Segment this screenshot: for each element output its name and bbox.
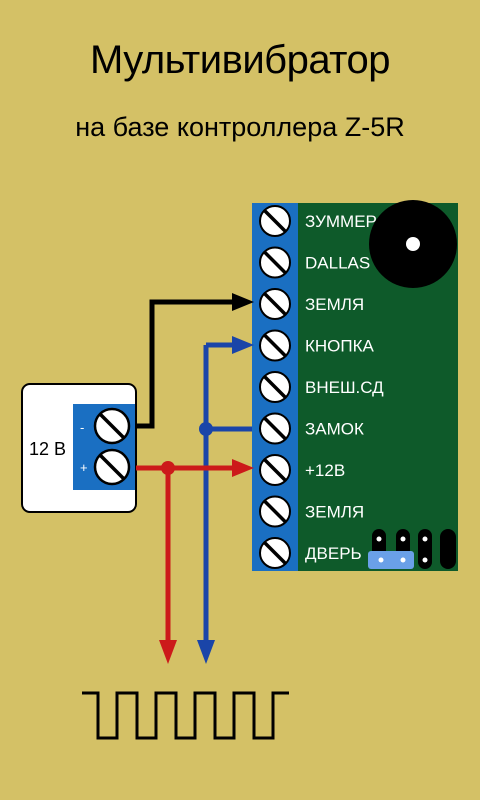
terminal-label: ЗЕМЛЯ xyxy=(305,503,364,522)
page-subtitle: на базе контроллера Z-5R xyxy=(75,112,405,142)
screw-icon xyxy=(259,246,291,279)
minus-label: - xyxy=(80,420,84,435)
terminal-label: ВНЕШ.СД xyxy=(305,378,384,397)
wire-black xyxy=(136,293,254,429)
terminal-label: КНОПКА xyxy=(305,337,375,356)
screw-icon xyxy=(259,454,291,486)
terminal-label: ЗАМОК xyxy=(305,420,364,439)
plus-label: + xyxy=(80,460,88,475)
screw-icon xyxy=(259,537,291,569)
square-wave-signal xyxy=(82,691,289,740)
terminal-label: +12В xyxy=(305,461,345,480)
buzzer-icon xyxy=(369,200,457,288)
screw-icon xyxy=(93,407,131,445)
power-supply: 12 В - + xyxy=(21,383,137,513)
screw-icon xyxy=(93,448,131,486)
terminal-label: ЗУММЕР xyxy=(305,212,377,231)
screw-icon xyxy=(259,495,291,528)
terminal-label: ЗЕМЛЯ xyxy=(305,295,364,314)
jumper-cap xyxy=(368,551,414,569)
terminal-label: DALLAS xyxy=(305,254,370,273)
power-supply-label: 12 В xyxy=(29,439,66,459)
page-title: Мультивибратор xyxy=(89,38,391,82)
wire-blue xyxy=(197,336,254,664)
screw-icon xyxy=(259,412,291,445)
terminal-label: ДВЕРЬ xyxy=(305,544,362,563)
jumper-block xyxy=(368,529,456,569)
screw-icon xyxy=(259,205,291,237)
wire-red xyxy=(136,459,254,664)
wire-junction xyxy=(199,422,213,436)
screw-icon xyxy=(259,371,291,403)
controller-board: ЗУММЕР DALLAS ЗЕМЛЯ КНОПКА ВНЕШ.СД ЗАМОК +12В З… xyxy=(252,200,458,571)
screw-icon xyxy=(259,288,291,320)
screw-icon xyxy=(259,329,291,362)
wire-junction xyxy=(161,461,175,475)
